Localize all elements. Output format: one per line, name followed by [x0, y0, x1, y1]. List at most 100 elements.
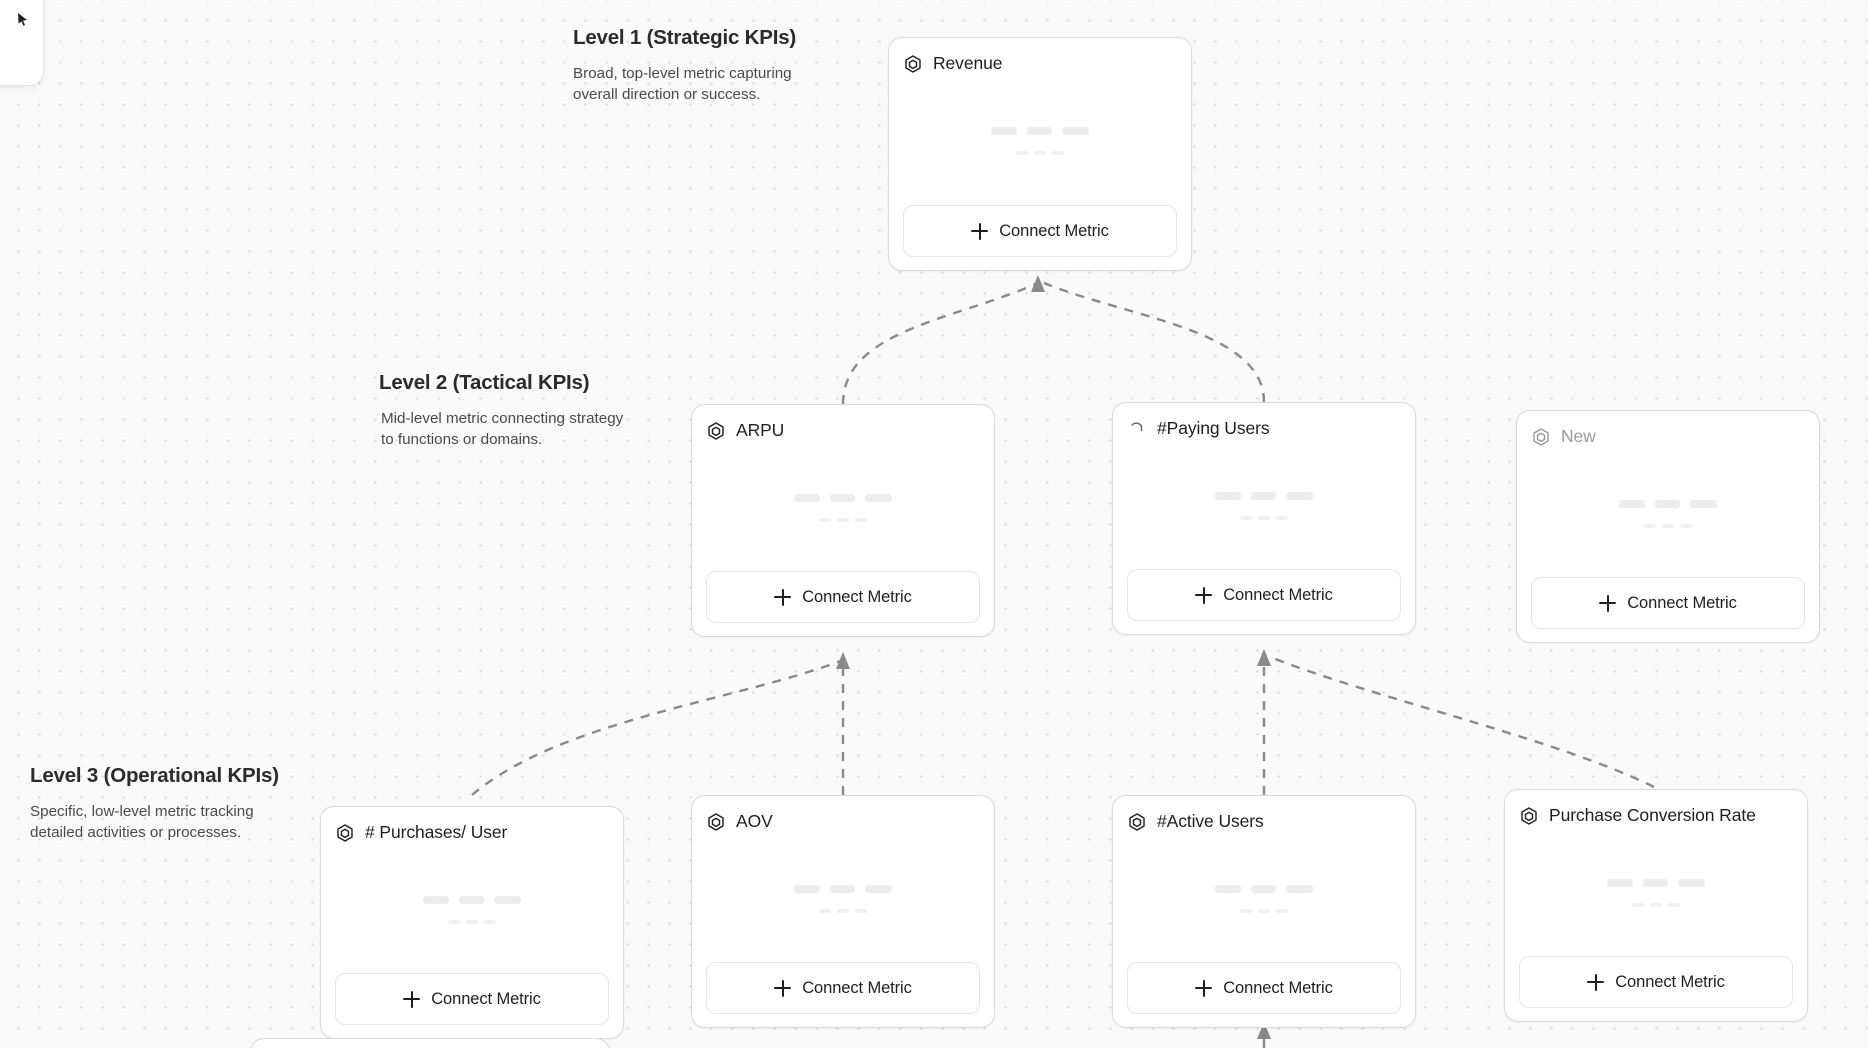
skeleton-row-primary — [1619, 499, 1717, 508]
connect-metric-button[interactable]: Connect Metric — [1519, 956, 1793, 1008]
connect-metric-button[interactable]: Connect Metric — [1127, 569, 1401, 621]
skeleton-bar — [1644, 523, 1656, 528]
card-body-skeleton — [1127, 442, 1401, 569]
skeleton-row-secondary — [1240, 908, 1288, 913]
skeleton-row-primary — [794, 493, 892, 502]
skeleton-bar — [1258, 515, 1270, 520]
skeleton-row-primary — [1215, 884, 1313, 893]
card-header: Revenue — [903, 51, 1177, 77]
skeleton-bar — [448, 919, 460, 924]
connect-metric-button[interactable]: Connect Metric — [706, 962, 980, 1014]
level-1-title: Level 1 (Strategic KPIs) — [573, 26, 797, 49]
metric-card-purchases-per-user[interactable]: # Purchases/ User Connect Metric — [320, 806, 624, 1039]
skeleton-bar — [830, 493, 855, 502]
skeleton-bar — [1655, 499, 1680, 508]
hexagon-icon — [905, 55, 921, 73]
level-3-title: Level 3 (Operational KPIs) — [30, 764, 279, 787]
skeleton-bar — [1276, 908, 1288, 913]
connect-metric-button[interactable]: Connect Metric — [335, 973, 609, 1025]
metric-card-arpu[interactable]: ARPU Connect Metric — [691, 404, 995, 637]
card-header: New — [1531, 424, 1805, 450]
metric-card-revenue[interactable]: Revenue Connect Metric — [888, 37, 1192, 271]
skeleton-bar — [466, 919, 478, 924]
skeleton-bar — [1650, 902, 1662, 907]
metric-card-paying-users[interactable]: #Paying Users Connect Metric — [1112, 402, 1416, 635]
plus-icon — [774, 979, 792, 997]
spinner-icon — [1131, 422, 1143, 432]
metric-card-new[interactable]: New Connect Metric — [1516, 410, 1820, 643]
connect-metric-label: Connect Metric — [1627, 593, 1737, 612]
plus-icon — [971, 222, 989, 240]
hexagon-icon — [708, 813, 724, 831]
skeleton-bar — [1251, 884, 1276, 893]
skeleton-bar — [1619, 499, 1645, 508]
metric-card-aov[interactable]: AOV Connect Metric — [691, 795, 995, 1028]
skeleton-bar — [1632, 902, 1644, 907]
skeleton-bar — [1240, 515, 1252, 520]
metric-card-active-users[interactable]: #Active Users Connect Metric — [1112, 795, 1416, 1028]
skeleton-bar — [865, 884, 892, 893]
connect-metric-button[interactable]: Connect Metric — [903, 205, 1177, 257]
connect-metric-button[interactable]: Connect Metric — [706, 571, 980, 623]
skeleton-bar — [794, 493, 820, 502]
skeleton-row-secondary — [448, 919, 496, 924]
hexagon-icon — [1521, 807, 1537, 825]
skeleton-bar — [1276, 515, 1288, 520]
skeleton-bar — [1251, 491, 1276, 500]
skeleton-bar — [819, 517, 831, 522]
plus-icon — [1599, 594, 1617, 612]
skeleton-bar — [1034, 151, 1046, 155]
card-header: Purchase Conversion Rate — [1519, 803, 1793, 829]
skeleton-bar — [991, 127, 1017, 135]
level-3-group: Level 3 (Operational KPIs) Specific, low… — [30, 764, 282, 844]
plus-icon — [1587, 973, 1605, 991]
plus-icon — [1195, 979, 1213, 997]
skeleton-bar — [794, 884, 820, 893]
skeleton-bar — [1668, 902, 1680, 907]
level-1-description: Broad, top-level metric capturing overal… — [573, 64, 792, 104]
skeleton-bar — [1286, 884, 1313, 893]
plus-icon — [1195, 586, 1213, 604]
connect-metric-label: Connect Metric — [1223, 978, 1333, 997]
connect-metric-button[interactable]: Connect Metric — [1531, 577, 1805, 629]
card-body-skeleton — [335, 846, 609, 973]
card-body-skeleton — [1531, 450, 1805, 577]
skeleton-bar — [865, 493, 892, 502]
skeleton-bar — [459, 895, 484, 904]
skeleton-bar — [1240, 908, 1252, 913]
hexagon-icon — [1129, 813, 1145, 831]
card-header: #Active Users — [1127, 809, 1401, 835]
skeleton-bar — [494, 895, 521, 904]
skeleton-row-primary — [1215, 491, 1313, 500]
card-title: Purchase Conversion Rate — [1549, 805, 1756, 826]
skeleton-bar — [1052, 151, 1064, 155]
plus-icon — [774, 588, 792, 606]
connect-metric-label: Connect Metric — [1615, 972, 1725, 991]
skeleton-bar — [1678, 878, 1705, 887]
skeleton-bar — [1690, 499, 1717, 508]
skeleton-bar — [1680, 523, 1692, 528]
card-title: # Purchases/ User — [365, 822, 508, 843]
connect-metric-button[interactable]: Connect Metric — [1127, 962, 1401, 1014]
skeleton-bar — [1643, 878, 1668, 887]
skeleton-bar — [855, 908, 867, 913]
connect-metric-label: Connect Metric — [802, 587, 912, 606]
skeleton-bar — [1258, 908, 1270, 913]
card-title: New — [1561, 426, 1596, 447]
skeleton-row-secondary — [1240, 515, 1288, 520]
hexagon-icon — [337, 824, 353, 842]
hexagon-icon — [708, 422, 724, 440]
level-2-description: Mid-level metric connecting strategy to … — [381, 409, 624, 449]
skeleton-row-secondary — [1632, 902, 1680, 907]
metric-card-purchase-conversion-rate[interactable]: Purchase Conversion Rate Connect Metric — [1504, 789, 1808, 1022]
level-1-group: Level 1 (Strategic KPIs) Broad, top-leve… — [573, 26, 825, 106]
skeleton-bar — [830, 884, 855, 893]
card-title: Revenue — [933, 53, 1003, 74]
floating-toolbar-panel[interactable] — [0, 0, 44, 86]
metric-card-offscreen-bottom[interactable] — [250, 1038, 610, 1048]
card-body-skeleton — [1519, 829, 1793, 956]
skeleton-row-secondary — [1644, 523, 1692, 528]
connect-metric-label: Connect Metric — [802, 978, 912, 997]
card-body-skeleton — [706, 444, 980, 571]
